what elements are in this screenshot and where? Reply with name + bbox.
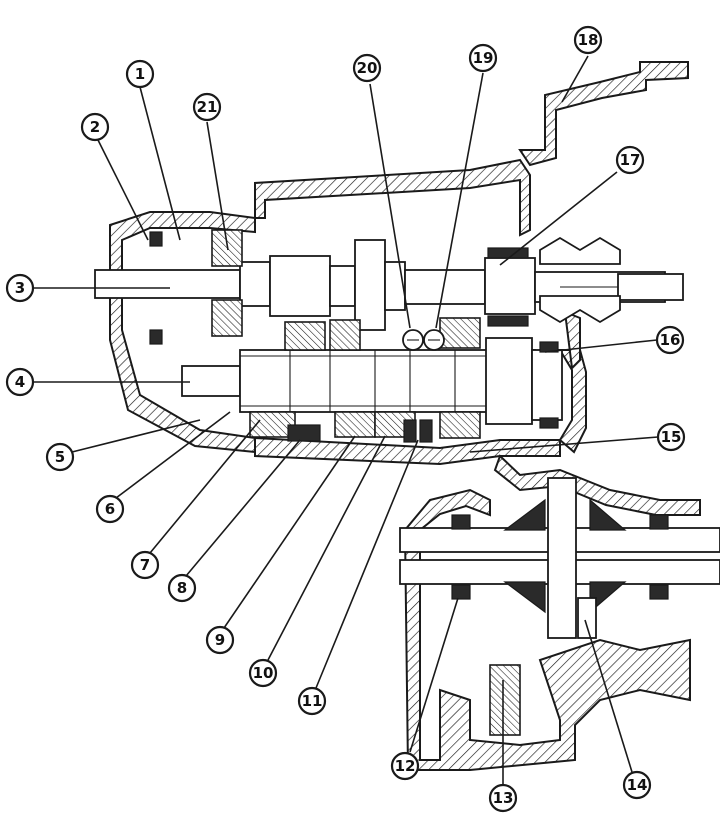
leader-17 (499, 171, 618, 266)
callout-12-label: 12 (395, 757, 416, 775)
needle-bearings (402, 329, 445, 351)
transmission-housing (109, 61, 701, 771)
leader-14 (584, 619, 633, 773)
callout-8-label: 8 (177, 579, 187, 597)
callout-12: 12 (390, 751, 420, 781)
callout-4-label: 4 (15, 373, 25, 391)
callout-10-label: 10 (253, 664, 274, 682)
leader-lines (33, 55, 659, 784)
differential-assembly (399, 477, 720, 736)
callout-18-label: 18 (578, 31, 599, 49)
leader-9 (223, 435, 356, 629)
callout-6: 6 (95, 494, 125, 524)
leader-1 (139, 86, 181, 241)
clutch-release-boot (539, 236, 621, 324)
callout-19: 19 (468, 43, 498, 73)
callout-7: 7 (130, 550, 160, 580)
callout-17: 17 (615, 145, 645, 175)
input-shaft (94, 239, 684, 331)
callout-2: 2 (80, 112, 110, 142)
callout-4: 4 (5, 367, 35, 397)
callout-14: 14 (622, 770, 652, 800)
callout-17-label: 17 (620, 151, 641, 169)
callout-3-label: 3 (15, 279, 25, 297)
callout-2-label: 2 (90, 118, 100, 136)
leader-21 (206, 121, 229, 251)
callout-16: 16 (655, 325, 685, 355)
gear-set (149, 229, 559, 443)
leader-16 (544, 339, 658, 353)
leader-2 (97, 139, 149, 241)
callout-1: 1 (125, 59, 155, 89)
callout-11: 11 (297, 686, 327, 716)
callout-3: 3 (5, 273, 35, 303)
leader-11 (315, 439, 419, 689)
callout-19-label: 19 (473, 49, 494, 67)
callout-8: 8 (167, 573, 197, 603)
main-shaft (181, 337, 563, 425)
callout-1-label: 1 (135, 65, 145, 83)
leader-18 (561, 55, 589, 103)
callout-9: 9 (205, 625, 235, 655)
callout-15-label: 15 (661, 428, 682, 446)
callout-20: 20 (352, 53, 382, 83)
callout-15: 15 (656, 422, 686, 452)
callout-10: 10 (248, 658, 278, 688)
leader-5 (71, 419, 201, 453)
callout-21: 21 (192, 92, 222, 122)
callout-16-label: 16 (660, 331, 681, 349)
callout-labels: 1 2 3 4 5 6 7 8 9 10 11 12 13 14 15 16 1… (5, 25, 686, 813)
callout-6-label: 6 (105, 500, 115, 518)
callout-20-label: 20 (357, 59, 378, 77)
callout-13: 13 (488, 783, 518, 813)
callout-13-label: 13 (493, 789, 514, 807)
callout-21-label: 21 (197, 98, 218, 116)
callout-5: 5 (45, 442, 75, 472)
leader-10 (267, 435, 386, 661)
leader-15 (469, 436, 659, 453)
callout-7-label: 7 (140, 556, 150, 574)
leader-7 (149, 419, 261, 554)
callout-14-label: 14 (627, 776, 648, 794)
callout-18: 18 (573, 25, 603, 55)
leader-6 (115, 411, 231, 499)
callout-9-label: 9 (215, 631, 225, 649)
leader-12 (409, 597, 459, 753)
leader-20 (369, 83, 411, 329)
leader-19 (435, 72, 484, 329)
callout-11-label: 11 (302, 692, 323, 710)
leader-8 (185, 439, 301, 577)
callout-5-label: 5 (55, 448, 65, 466)
